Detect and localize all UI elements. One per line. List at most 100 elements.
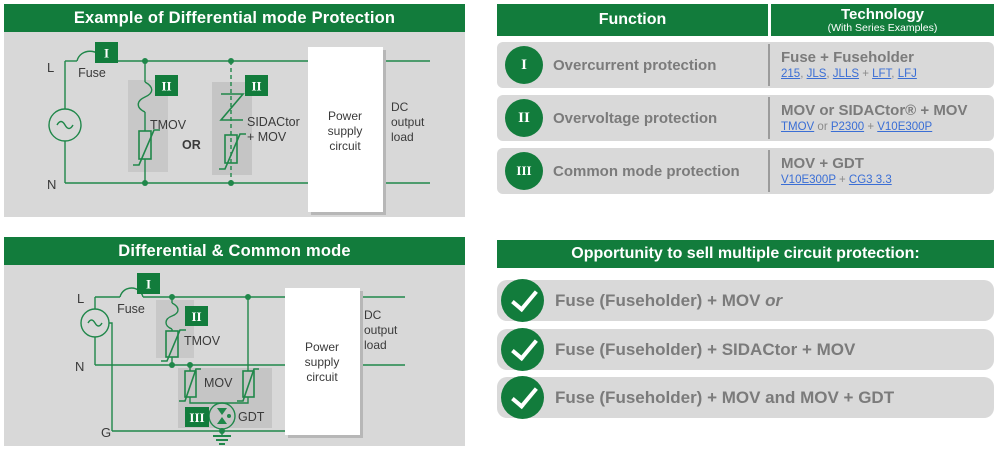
series-link[interactable]: CG3 3.3 — [848, 174, 892, 186]
table-row-common-mode: III Common mode protection MOV + GDT V10… — [497, 148, 994, 194]
label-tmov: TMOV — [184, 334, 221, 348]
function-label: Common mode protection — [553, 162, 740, 180]
wire-source-to-g — [109, 322, 113, 431]
svg-text:DC: DC — [364, 308, 382, 322]
common-mode-body: I II III L N G Fuse TMOV MOV GDT — [4, 265, 465, 446]
svg-text:supply: supply — [328, 124, 363, 138]
series-links: V10E300P + CG3 3.3 — [781, 173, 892, 187]
svg-text:circuit: circuit — [306, 370, 338, 384]
label-gdt: GDT — [238, 410, 265, 424]
table-row-overvoltage: II Overvoltage protection MOV or SIDACto… — [497, 95, 994, 141]
series-link[interactable]: LFJ — [897, 68, 917, 80]
sidactor-highlight-box — [212, 82, 252, 175]
label-sidactor-2: + MOV — [247, 130, 287, 144]
function-header-label: Function — [598, 11, 667, 28]
ground-icon — [213, 431, 231, 445]
svg-text:circuit: circuit — [329, 139, 361, 153]
fuse-symbol — [119, 287, 144, 298]
series-link[interactable]: V10E300P — [781, 174, 836, 186]
check-icon — [501, 279, 544, 322]
label-fuse: Fuse — [78, 66, 106, 80]
svg-text:II: II — [161, 79, 171, 94]
tech-title: MOV or SIDACtor® + MOV — [781, 102, 968, 119]
function-label: Overvoltage protection — [553, 109, 718, 127]
svg-text:I: I — [104, 46, 109, 61]
technology-header-label: Technology — [840, 5, 925, 23]
common-mode-panel: Differential & Common mode — [4, 237, 465, 446]
numeral-badge-ii: II — [505, 99, 543, 137]
svg-text:II: II — [191, 309, 201, 324]
label-fuse: Fuse — [117, 302, 145, 316]
opportunity-row-1: Fuse (Fuseholder) + MOV or — [497, 279, 994, 322]
label-tmov: TMOV — [150, 118, 187, 132]
svg-text:load: load — [391, 130, 414, 144]
series-link[interactable]: JLS — [806, 68, 827, 80]
tmov-varistor-icon — [133, 129, 160, 166]
link-separator: + — [835, 174, 849, 186]
series-links: TMOV or P2300 + V10E300P — [781, 120, 967, 134]
opportunity-title: Opportunity to sell multiple circuit pro… — [571, 245, 920, 262]
differential-mode-body: I II II L N Fuse TMOV OR SIDACtor + MOV — [4, 32, 465, 217]
dc-output-label: DC output load — [391, 100, 425, 144]
gdt-triangles — [217, 408, 231, 424]
numeral-text: I — [521, 56, 527, 73]
series-link[interactable]: LFT — [872, 68, 892, 80]
mov-to-gdt-wires — [189, 397, 249, 404]
opportunity-row-2: Fuse (Fuseholder) + SIDACtor + MOV — [497, 328, 994, 371]
thermal-element-icon — [165, 302, 179, 330]
tech-title: Fuse + Fuseholder — [781, 49, 914, 66]
series-link[interactable]: TMOV — [781, 121, 815, 133]
column-divider — [768, 44, 770, 86]
opportunity-label: Fuse (Fuseholder) + MOV and MOV + GDT — [555, 387, 895, 407]
power-supply-label: Power supply circuit — [305, 340, 340, 384]
common-mode-header: Differential & Common mode — [4, 237, 465, 265]
link-separator: , — [826, 68, 833, 80]
opportunity-header: Opportunity to sell multiple circuit pro… — [497, 240, 994, 268]
svg-text:III: III — [189, 410, 204, 425]
differential-mode-header: Example of Differential mode Protection — [4, 4, 465, 32]
series-link[interactable]: P2300 — [830, 121, 865, 133]
label-or: OR — [182, 138, 201, 152]
check-icon — [501, 376, 544, 419]
svg-text:output: output — [391, 115, 425, 129]
tmov-varistor-icon — [161, 329, 186, 362]
thermal-element-icon — [137, 81, 153, 113]
series-link[interactable]: 215 — [781, 68, 801, 80]
label-g: G — [101, 425, 111, 440]
tech-title: MOV + GDT — [781, 155, 864, 172]
opportunity-label: Fuse (Fuseholder) + SIDACtor + MOV — [555, 339, 856, 359]
ac-sine-icon — [56, 120, 74, 130]
numeral-badge-iii: III — [505, 152, 543, 190]
function-table-header: Function Technology (With Series Example… — [497, 4, 994, 36]
technology-cell: MOV or SIDACtor® + MOV TMOV or P2300 + V… — [781, 95, 967, 141]
numeral-text: II — [518, 109, 530, 126]
opportunity-row-3: Fuse (Fuseholder) + MOV and MOV + GDT — [497, 376, 994, 419]
label-n: N — [75, 359, 84, 374]
common-mode-circuit: I II III L N G Fuse TMOV MOV GDT — [75, 273, 405, 445]
svg-text:I: I — [146, 277, 151, 292]
link-separator: + — [859, 68, 873, 80]
svg-text:Power: Power — [305, 340, 339, 354]
opportunity-text: Fuse (Fuseholder) + MOV or — [555, 280, 782, 321]
panel-title: Example of Differential mode Protection — [73, 8, 396, 27]
badge-overcurrent: I — [95, 42, 118, 63]
sidactor-symbol-icon — [219, 93, 245, 121]
panel-title: Differential & Common mode — [118, 241, 351, 260]
check-icon — [501, 328, 544, 371]
link-separator: , — [800, 68, 807, 80]
opportunity-label: Fuse (Fuseholder) + MOV — [555, 290, 761, 310]
function-column-header: Function — [497, 4, 771, 36]
badge-overcurrent: I — [137, 273, 160, 294]
series-link[interactable]: V10E300P — [877, 121, 933, 133]
check-mark-icon — [511, 283, 538, 313]
link-separator: or — [814, 121, 831, 133]
check-mark-icon — [511, 332, 538, 362]
opportunity-text: Fuse (Fuseholder) + SIDACtor + MOV — [555, 329, 855, 370]
differential-mode-circuit: I II II L N Fuse TMOV OR SIDACtor + MOV — [47, 42, 430, 215]
opportunity-text: Fuse (Fuseholder) + MOV and MOV + GDT — [555, 377, 894, 418]
check-mark-icon — [511, 380, 538, 410]
series-link[interactable]: JLLS — [832, 68, 860, 80]
power-supply-box — [285, 288, 360, 435]
label-mov: MOV — [204, 376, 233, 390]
